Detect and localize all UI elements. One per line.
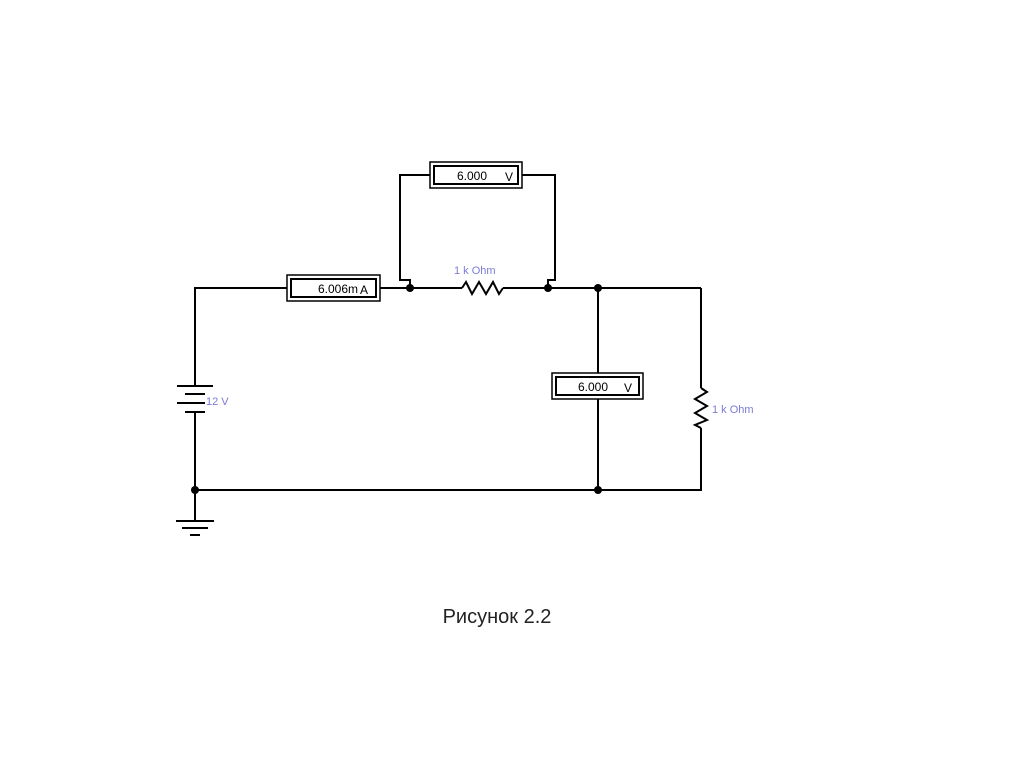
- load-resistor-label: 1 k Ohm: [712, 404, 754, 416]
- series-resistor: [461, 279, 504, 297]
- voltmeter-series: 6.000 V: [429, 161, 523, 189]
- figure-caption: Рисунок 2.2: [442, 606, 552, 628]
- ammeter-value: 6.006m: [318, 282, 358, 296]
- voltmeter-load-unit: V: [624, 381, 632, 395]
- ammeter: 6.006m A: [286, 274, 381, 302]
- wires: [194, 174, 702, 521]
- battery-label: 12 V: [206, 396, 229, 408]
- ammeter-unit: A: [360, 283, 368, 297]
- voltmeter-load: 6.000 V: [551, 372, 644, 400]
- battery-icon: [177, 385, 213, 413]
- voltmeter-series-value: 6.000: [457, 169, 487, 183]
- voltmeter-load-value: 6.000: [578, 380, 608, 394]
- junction-dots: [191, 284, 602, 494]
- series-resistor-label: 1 k Ohm: [454, 265, 496, 277]
- ground-icon: [176, 520, 214, 536]
- load-resistor: [692, 387, 710, 429]
- voltmeter-series-unit: V: [505, 170, 513, 184]
